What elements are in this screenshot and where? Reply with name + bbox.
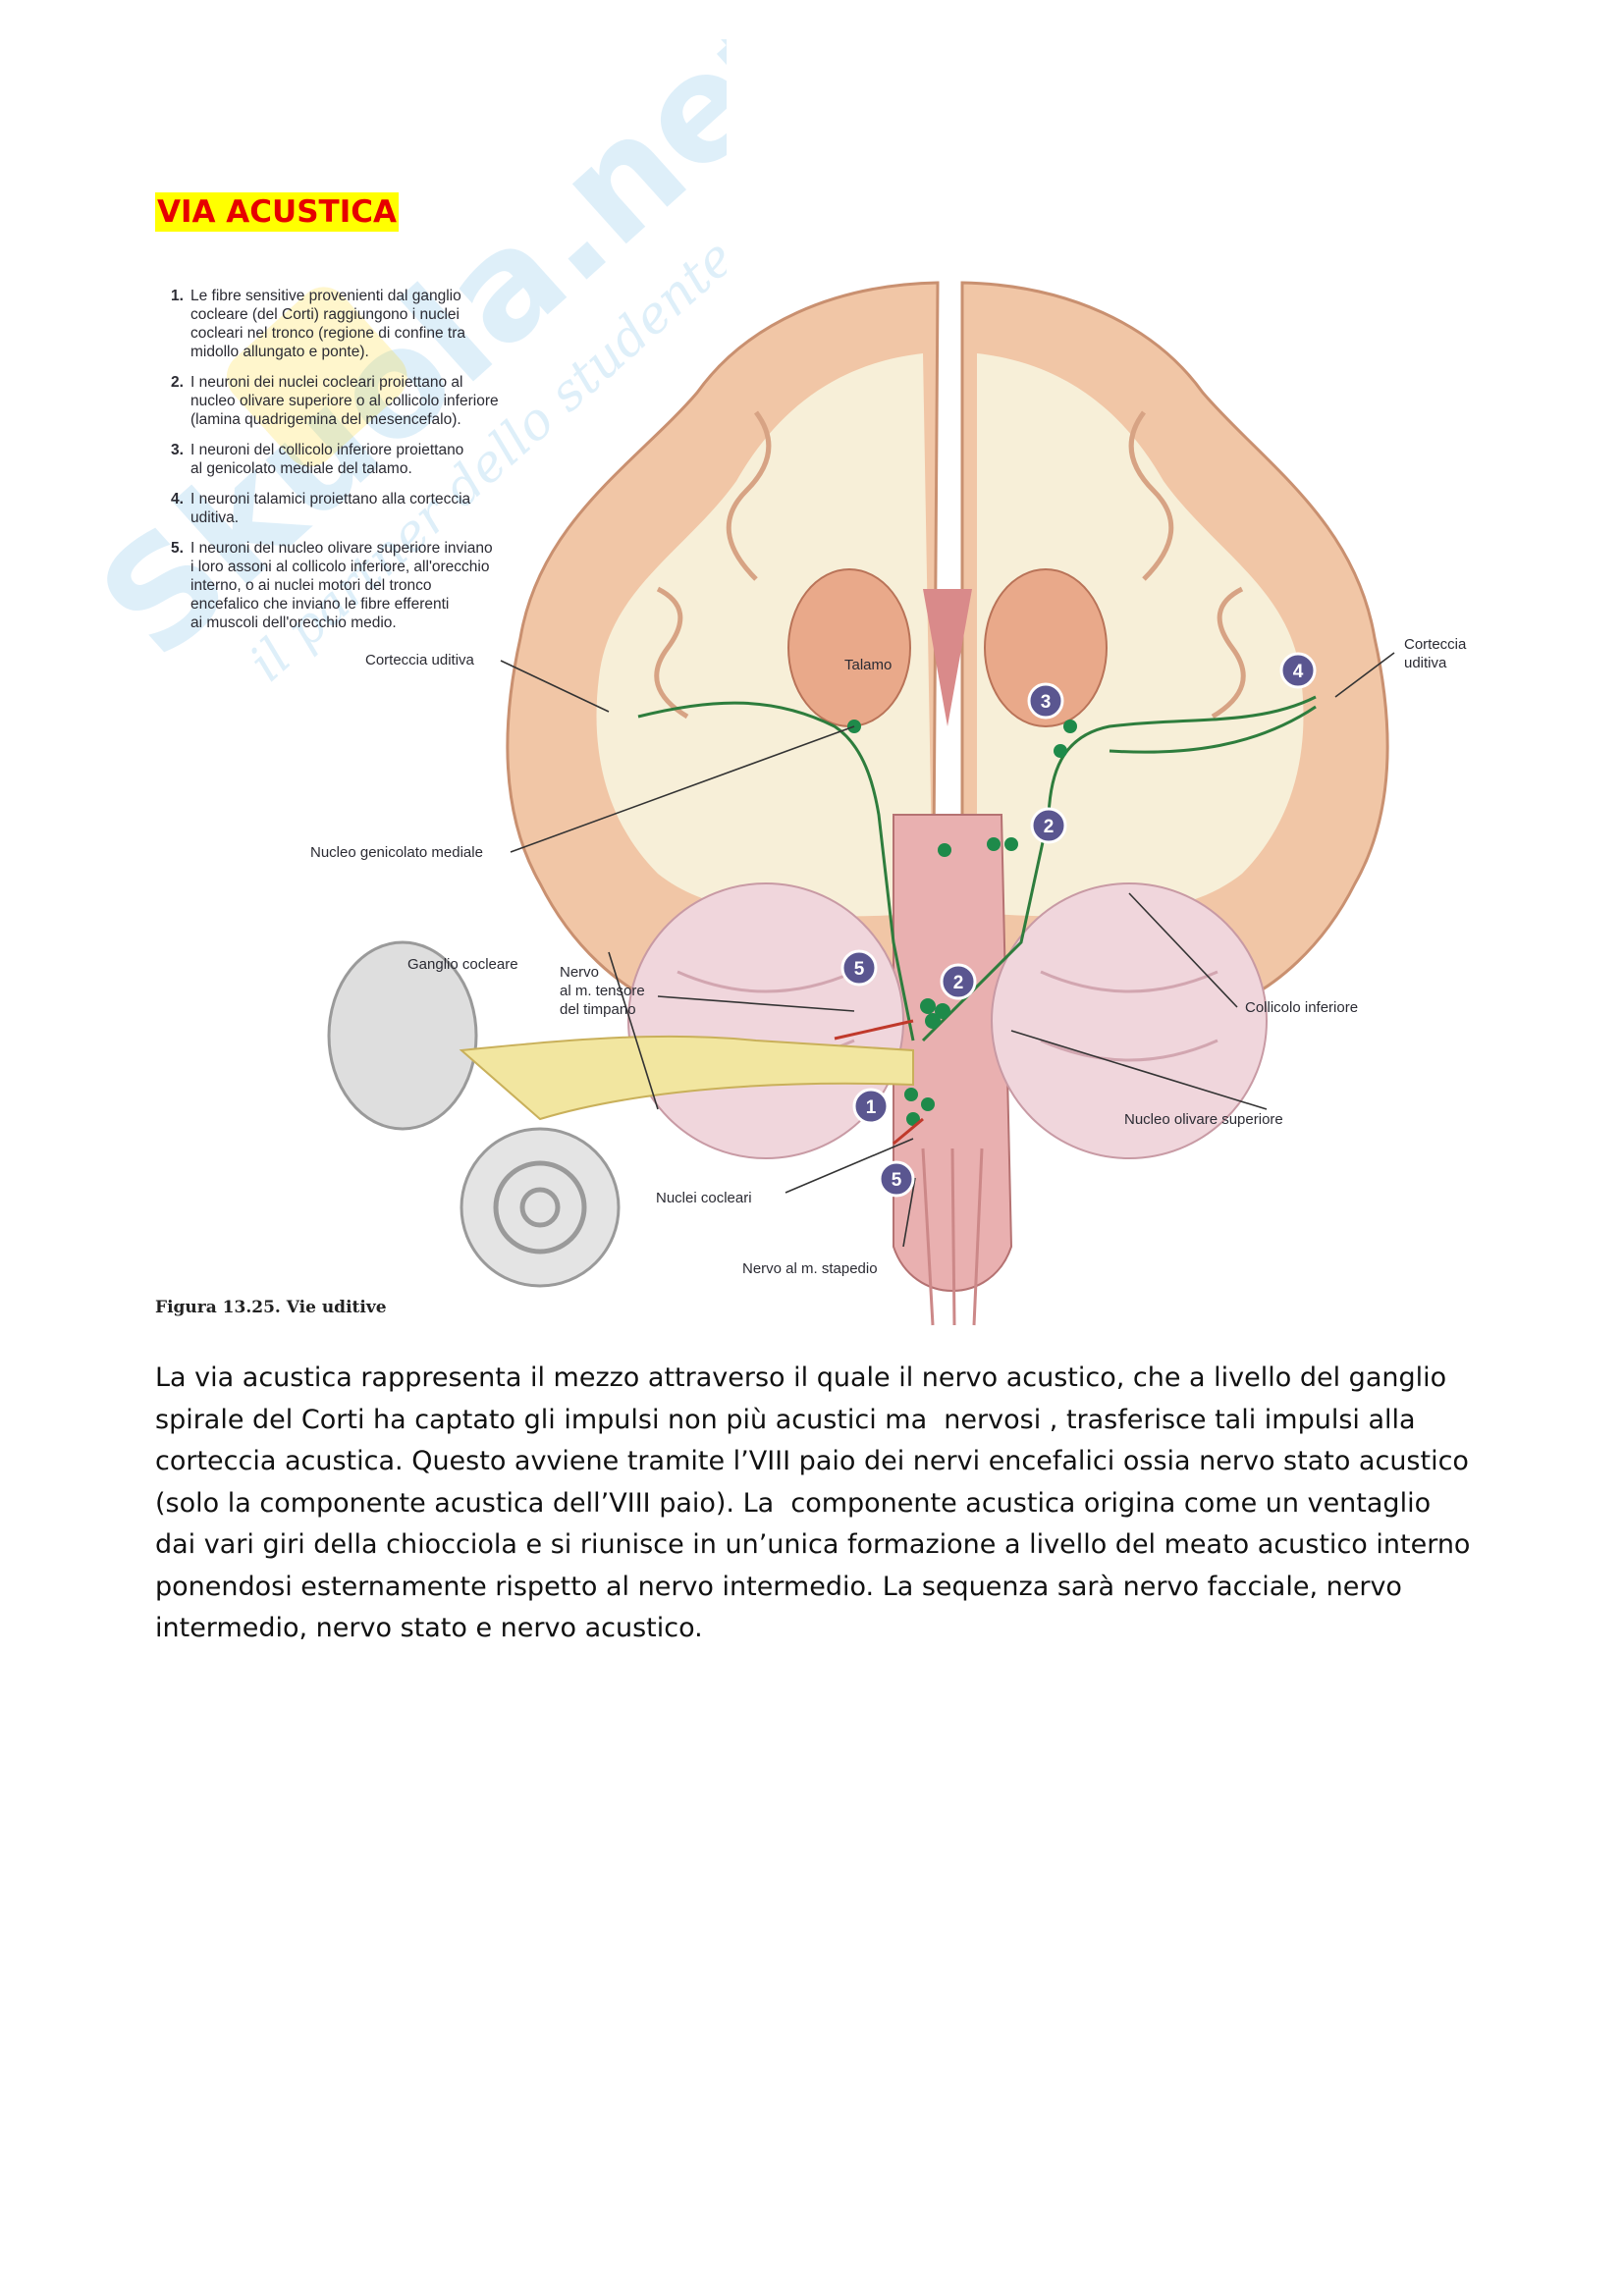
step-number: 2. [171, 373, 190, 429]
badge-5-lower: 5 [880, 1162, 913, 1196]
step-number: 5. [171, 539, 190, 632]
label-collicolo-inferiore: Collicolo inferiore [1245, 999, 1358, 1017]
step-item: 4. I neuroni talamici proiettano alla co… [171, 490, 564, 527]
step-line: (lamina quadrigemina del mesencefalo). [190, 410, 564, 429]
body-line: intermedio, nervo stato e nervo acustico… [155, 1608, 1490, 1650]
body-paragraph: La via acustica rappresenta il mezzo att… [155, 1358, 1490, 1650]
body-line: dai vari giri della chiocciola e si riun… [155, 1524, 1490, 1567]
body-line: La via acustica rappresenta il mezzo att… [155, 1358, 1490, 1400]
badge-2-midbrain: 2 [1032, 809, 1065, 842]
badge-1: 1 [854, 1090, 888, 1123]
step-line: Le fibre sensitive provenienti dal gangl… [190, 287, 564, 305]
step-number: 3. [171, 441, 190, 478]
badge-2a-text: 2 [953, 973, 964, 993]
step-line: I neuroni del collicolo inferiore proiet… [190, 441, 564, 459]
step-line: cocleari nel tronco (regione di confine … [190, 324, 564, 343]
step-line: i loro assoni al collicolo inferiore, al… [190, 558, 564, 576]
step-line: midollo allungato e ponte). [190, 343, 564, 361]
label-nuclei-cocleari: Nuclei cocleari [656, 1190, 752, 1207]
step-line: encefalico che inviano le fibre efferent… [190, 595, 564, 614]
step-line: I neuroni del nucleo olivare superiore i… [190, 539, 564, 558]
page-title: VIA ACUSTICA [155, 192, 399, 232]
figure-caption: Figura 13.25. Vie uditive [155, 1298, 387, 1317]
step-line: ai muscoli dell'orecchio medio. [190, 614, 564, 632]
step-line: nucleo olivare superiore o al collicolo … [190, 392, 564, 410]
label-nervo-stapedio: Nervo al m. stapedio [742, 1260, 878, 1278]
step-item: 3. I neuroni del collicolo inferiore pro… [171, 441, 564, 478]
step-line: I neuroni talamici proiettano alla corte… [190, 490, 564, 508]
body-line: (solo la componente acustica dell’VIII p… [155, 1483, 1490, 1525]
badge-5-upper: 5 [842, 951, 876, 985]
badge-2-pons: 2 [942, 965, 975, 998]
label-corteccia-uditiva-left: Corteccia uditiva [365, 652, 474, 669]
badge-3: 3 [1029, 684, 1062, 718]
steps-list: 1. Le fibre sensitive provenienti dal ga… [171, 287, 564, 644]
badge-5a-text: 5 [854, 959, 865, 980]
badge-1-text: 1 [866, 1097, 877, 1118]
label-talamo: Talamo [844, 657, 892, 674]
step-item: 2. I neuroni dei nuclei cocleari proiett… [171, 373, 564, 429]
step-item: 5. I neuroni del nucleo olivare superior… [171, 539, 564, 632]
badge-4: 4 [1281, 654, 1315, 687]
badge-5b-text: 5 [892, 1170, 902, 1191]
label-nucleo-olivare: Nucleo olivare superiore [1124, 1111, 1283, 1129]
label-corteccia-uditiva-right-1: Corteccia [1404, 636, 1466, 654]
label-nervo-tensore-2: al m. tensore [560, 983, 645, 1000]
label-nervo-tensore-3: del timpano [560, 1001, 636, 1019]
body-line: ponendosi esternamente rispetto al nervo… [155, 1567, 1490, 1609]
step-line: cocleare (del Corti) raggiungono i nucle… [190, 305, 564, 324]
label-corteccia-uditiva-right-2: uditiva [1404, 655, 1446, 672]
step-line: I neuroni dei nuclei cocleari proiettano… [190, 373, 564, 392]
step-item: 1. Le fibre sensitive provenienti dal ga… [171, 287, 564, 361]
badge-2b-text: 2 [1044, 817, 1055, 837]
body-line: corteccia acustica. Questo avviene trami… [155, 1441, 1490, 1483]
body-line: spirale del Corti ha captato gli impulsi… [155, 1400, 1490, 1442]
badge-4-text: 4 [1293, 662, 1304, 682]
step-number: 1. [171, 287, 190, 361]
step-line: al genicolato mediale del talamo. [190, 459, 564, 478]
label-nucleo-genicolato: Nucleo genicolato mediale [310, 844, 483, 862]
step-number: 4. [171, 490, 190, 527]
label-nervo-tensore-1: Nervo [560, 964, 599, 982]
step-line: uditiva. [190, 508, 564, 527]
label-ganglio-cocleare: Ganglio cocleare [407, 956, 518, 974]
step-line: interno, o ai nuclei motori del tronco [190, 576, 564, 595]
badge-3-text: 3 [1041, 692, 1052, 713]
